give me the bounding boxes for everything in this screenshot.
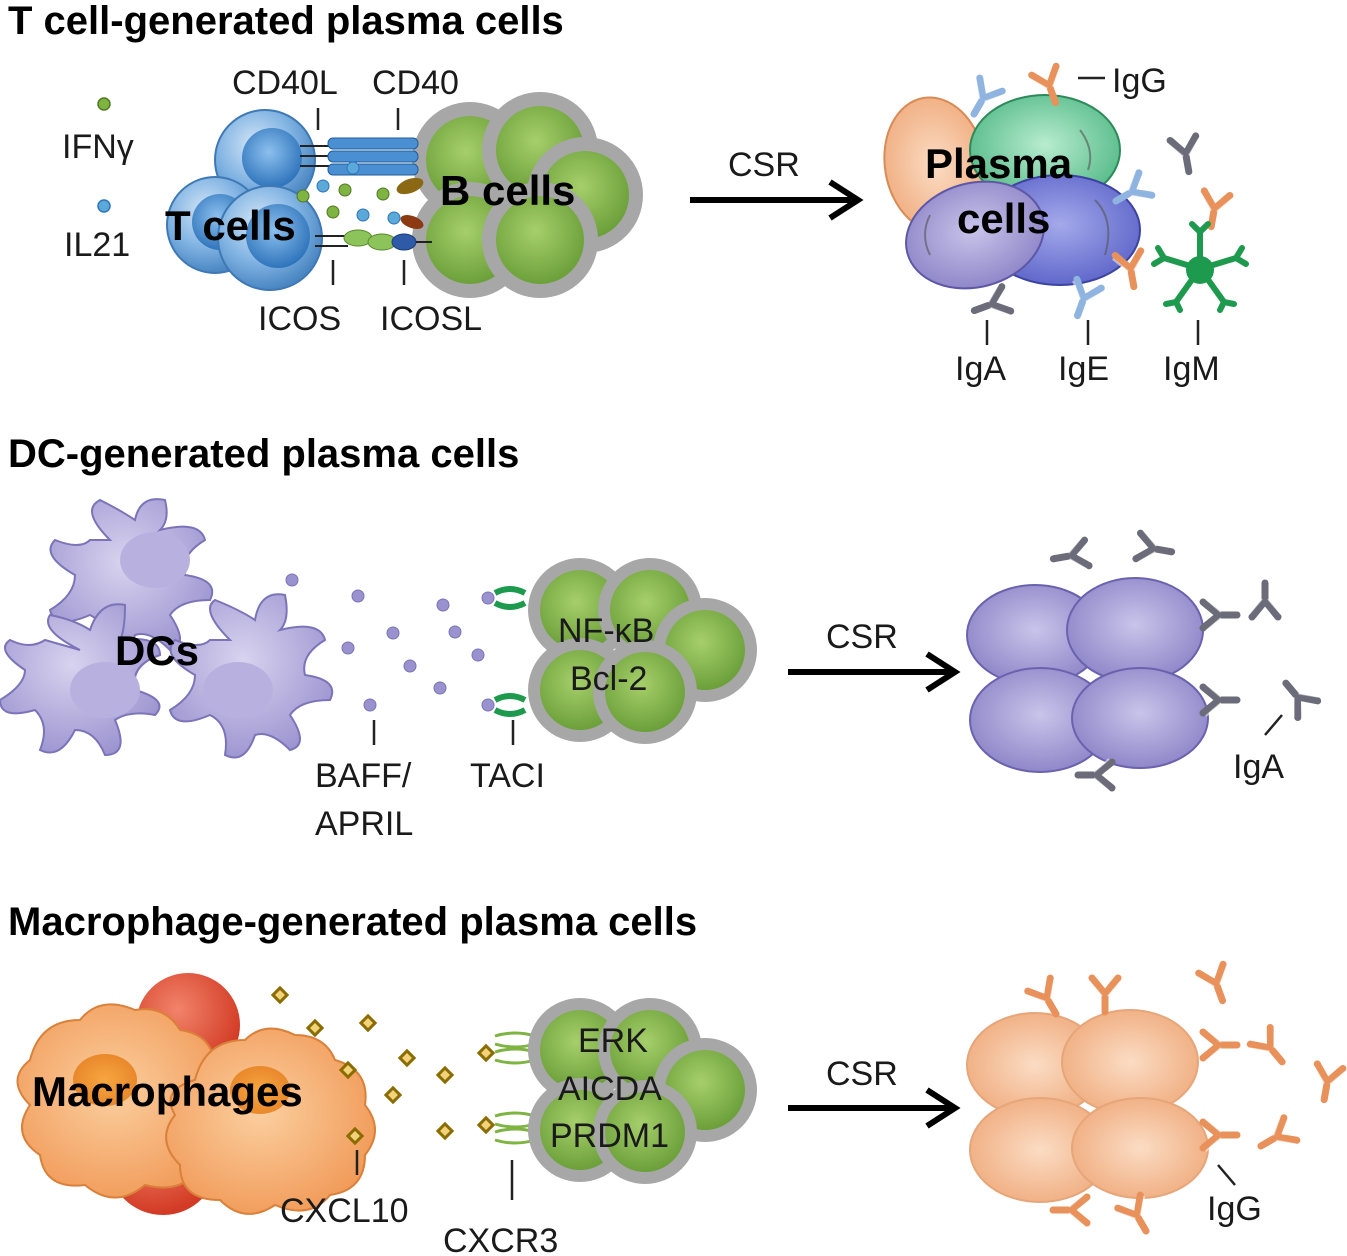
baff-april-dots (285, 573, 485, 712)
label-macrophages: Macrophages (32, 1068, 303, 1115)
label-igg-3: IgG (1207, 1190, 1262, 1228)
b-cell-cluster-2 (528, 558, 757, 744)
label-aicda: AICDA (558, 1070, 662, 1108)
label-erk: ERK (578, 1022, 648, 1060)
taci-receptors (481, 586, 527, 717)
label-iga-1: IgA (955, 350, 1006, 388)
dc-cluster (0, 498, 334, 759)
csr-arrowhead-2 (925, 651, 961, 693)
cxcr3-receptors (494, 1031, 536, 1145)
csr-label-2: CSR (826, 618, 898, 656)
macrophage-cluster (16, 973, 376, 1215)
plasma-cluster-orange (966, 1009, 1209, 1203)
label-plasma-cells: cells (957, 195, 1050, 242)
label-baff: BAFF/ (315, 757, 412, 795)
label-april: APRIL (315, 805, 413, 843)
label-igm: IgM (1163, 350, 1220, 388)
leader-iga-2 (1264, 714, 1283, 736)
plasma-cluster-purple (966, 577, 1209, 773)
label-cd40: CD40 (372, 64, 459, 102)
antibodies-section1 (960, 65, 1249, 325)
label-t-cells: T cells (165, 202, 296, 249)
section-title-macrophage: Macrophage-generated plasma cells (8, 900, 697, 944)
csr-arrowhead-1 (828, 179, 864, 221)
label-ige: IgE (1058, 350, 1109, 388)
csr-label-3: CSR (826, 1055, 898, 1093)
section-title-t-cell: T cell-generated plasma cells (8, 0, 564, 43)
label-taci: TACI (470, 757, 545, 795)
plasma-cell-cluster (883, 94, 1141, 290)
b-cell-cluster (412, 92, 643, 298)
label-iga-2: IgA (1233, 748, 1284, 786)
t-cell-cluster (166, 109, 323, 291)
cytokine-dots (296, 161, 424, 229)
ifng-legend-dot (97, 97, 111, 111)
label-il21: IL21 (64, 226, 130, 264)
label-cd40l: CD40L (232, 64, 338, 102)
leader-igg-3 (1217, 1164, 1236, 1186)
b-cell-cluster-3 (528, 998, 757, 1184)
label-plasma: Plasma (925, 140, 1073, 187)
il21-legend-dot (97, 199, 111, 213)
label-cxcr3: CXCR3 (443, 1222, 558, 1256)
icos-complex (315, 229, 432, 251)
label-dcs: DCs (115, 627, 199, 674)
label-icosl: ICOSL (380, 300, 482, 338)
label-icos: ICOS (258, 300, 341, 338)
label-bcl2: Bcl-2 (570, 660, 647, 698)
cxcl10-diamonds (270, 985, 496, 1146)
label-b-cells: B cells (440, 167, 575, 214)
label-ifng: IFNγ (62, 128, 134, 166)
csr-arrowhead-3 (925, 1087, 961, 1129)
label-prdm1: PRDM1 (550, 1117, 669, 1155)
csr-label-1: CSR (728, 146, 800, 184)
label-igg-1: IgG (1112, 62, 1167, 100)
section-title-dc: DC-generated plasma cells (8, 432, 519, 476)
label-nfkb: NF-κB (558, 612, 654, 650)
label-cxcl10: CXCL10 (280, 1192, 409, 1230)
